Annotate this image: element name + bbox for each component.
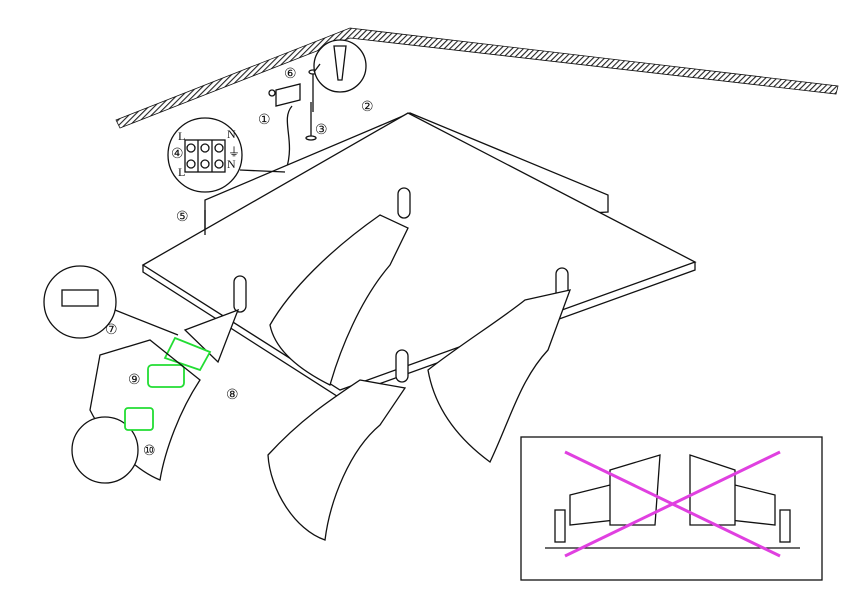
step-3-label: ③	[315, 122, 328, 138]
wall-plug-detail	[313, 39, 367, 93]
step-5-label: ⑤	[176, 209, 189, 225]
step-labels: ① ② ③ ④ ⑤ ⑥ ⑦ ⑧ ⑨ ⑩	[105, 66, 374, 459]
lamp-socket	[163, 336, 212, 372]
step-7-label: ⑦	[105, 322, 118, 338]
prohibited-orientation-inset	[520, 436, 823, 581]
spotlight-back	[269, 187, 411, 386]
ground-icon: ⏚	[228, 145, 240, 159]
step-8-label: ⑧	[226, 387, 239, 403]
step-6-label: ⑥	[284, 66, 297, 82]
ceiling	[115, 27, 839, 129]
step-10-label: ⑩	[143, 443, 156, 459]
step-9-label: ⑨	[128, 372, 141, 388]
neutral-label: N	[227, 127, 236, 141]
live-label: L	[178, 129, 185, 143]
step-4-label: ④	[171, 146, 184, 162]
bulb-base	[124, 407, 154, 431]
spotlight-front	[267, 349, 409, 541]
socket-ring	[147, 364, 185, 388]
live-label: L	[178, 165, 185, 179]
terminal-block-detail: L L N N ⏚	[167, 117, 286, 193]
spotlight-left-exploded	[43, 265, 247, 484]
step-1-label: ①	[258, 112, 271, 128]
light-bulb	[71, 416, 139, 484]
spotlight-right	[427, 267, 572, 463]
mounting-bracket	[268, 39, 367, 171]
cross-line	[564, 450, 781, 558]
neutral-label: N	[227, 157, 236, 171]
step-2-label: ②	[361, 99, 374, 115]
